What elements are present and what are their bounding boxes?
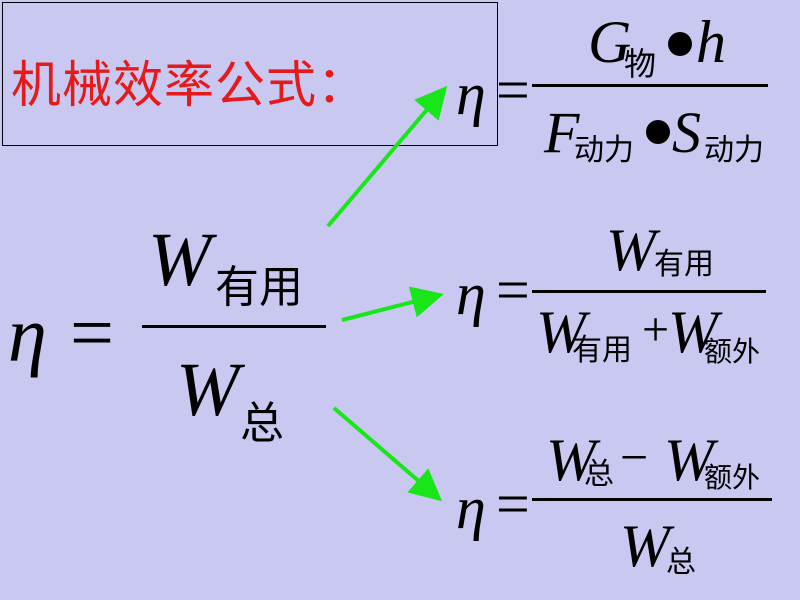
arrow-to-top-formula xyxy=(326,85,448,228)
top-numerator-dot xyxy=(668,32,692,56)
top-denominator-s: S xyxy=(672,100,701,165)
slide-title: 机械效率公式： xyxy=(11,56,368,114)
top-denominator-f: F xyxy=(544,100,580,165)
arrow-to-bottom-formula xyxy=(332,406,443,502)
top-numerator-h: h xyxy=(696,9,726,75)
top-eta-symbol: η xyxy=(456,61,486,127)
middle-equals-sign: = xyxy=(496,257,530,323)
middle-eta-symbol: η xyxy=(456,261,486,327)
bottom-numerator-w1: W xyxy=(546,427,596,493)
bottom-denominator-subscript: 总 xyxy=(666,545,696,580)
arrow-to-middle-formula xyxy=(341,286,444,322)
top-numerator-g: G xyxy=(588,9,632,75)
bottom-denominator-w: W xyxy=(620,513,670,579)
bottom-numerator-subscript-2: 额外 xyxy=(704,461,761,494)
bottom-fraction-bar xyxy=(532,498,772,501)
bottom-numerator-w2: W xyxy=(664,427,714,493)
main-denominator-subscript: 总 xyxy=(240,398,284,449)
bottom-minus-sign: − xyxy=(620,429,649,485)
main-denominator-w: W xyxy=(176,348,240,432)
middle-fraction-bar xyxy=(532,290,766,293)
middle-denominator-subscript-2: 额外 xyxy=(704,335,761,368)
main-equals-sign: = xyxy=(70,289,114,376)
top-denominator-subscript-2: 动力 xyxy=(704,133,764,168)
middle-denominator-w2: W xyxy=(668,299,718,365)
top-denominator-subscript-1: 动力 xyxy=(574,133,634,168)
bottom-equals-sign: = xyxy=(496,471,530,537)
top-fraction-bar xyxy=(532,84,768,87)
main-eta-symbol: η xyxy=(8,291,47,378)
top-equals-sign: = xyxy=(496,57,530,123)
middle-denominator-w1: W xyxy=(536,299,586,365)
main-numerator-subscript: 有用 xyxy=(215,262,303,313)
middle-denominator-subscript-1: 有用 xyxy=(572,333,632,368)
title-box: 机械效率公式： xyxy=(2,2,498,146)
middle-plus-sign: + xyxy=(642,303,670,356)
main-numerator-w: W xyxy=(148,218,212,302)
main-fraction-bar xyxy=(142,325,326,328)
top-denominator-dot xyxy=(646,120,670,144)
bottom-eta-symbol: η xyxy=(456,475,486,541)
middle-numerator-w: W xyxy=(606,217,656,283)
middle-numerator-subscript: 有用 xyxy=(654,247,714,282)
top-numerator-subscript: 物 xyxy=(624,45,657,83)
bottom-numerator-subscript-1: 总 xyxy=(584,457,614,492)
